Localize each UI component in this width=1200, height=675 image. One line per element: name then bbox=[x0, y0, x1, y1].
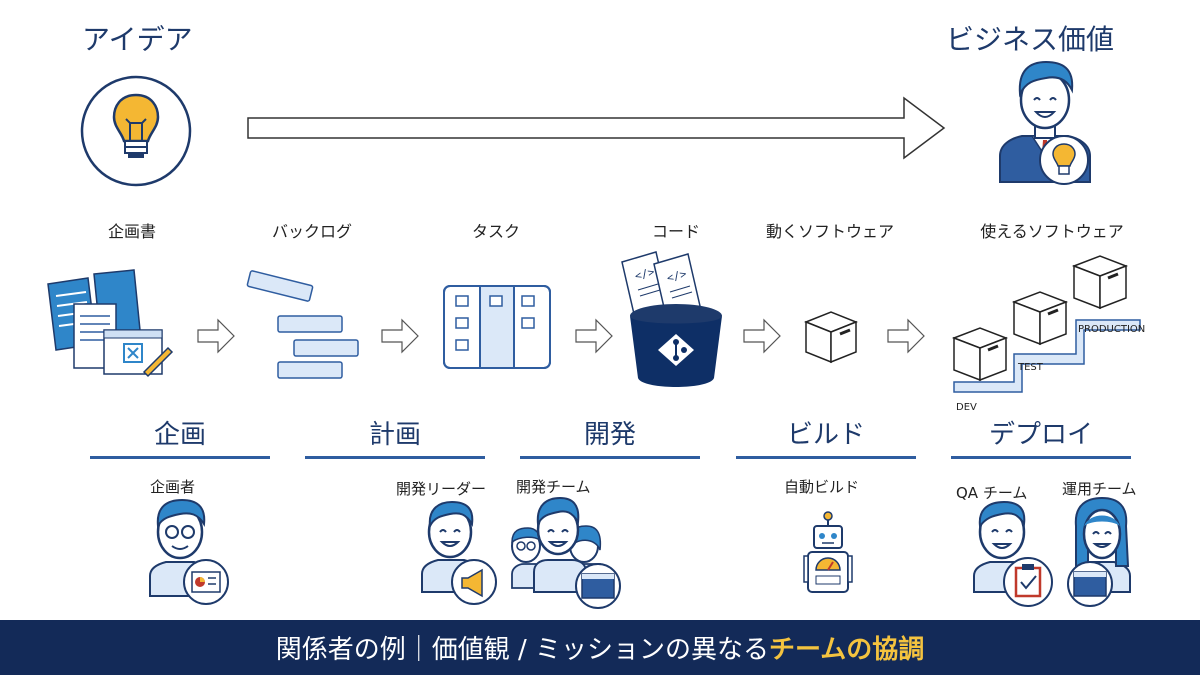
phase-label-development: 開発 bbox=[583, 420, 636, 450]
dev-leader-person-icon bbox=[416, 498, 502, 610]
arrow-right-icon bbox=[742, 318, 782, 354]
phase-label-scheduling: 計画 bbox=[368, 420, 421, 450]
backlog-icon bbox=[244, 268, 364, 382]
svg-text:</>: </> bbox=[633, 265, 656, 283]
arrow-right-icon bbox=[574, 318, 614, 354]
business-value-title: ビジネス価値 bbox=[946, 23, 1115, 56]
dev-team-people-icon bbox=[510, 492, 624, 610]
stage-label-task: タスク bbox=[471, 222, 520, 241]
env-test-label: TEST bbox=[1018, 362, 1043, 373]
phase-divider bbox=[736, 456, 916, 459]
env-dev-label: DEV bbox=[956, 402, 977, 413]
footer-banner: 関係者の例｜価値観 / ミッションの異なるチームの協調 bbox=[0, 620, 1200, 675]
arrow-right-icon bbox=[380, 318, 420, 354]
deployment-stairs-icon bbox=[944, 252, 1150, 412]
stage-label-working-software: 動くソフトウェア bbox=[765, 222, 894, 241]
stage-label-usable-software: 使えるソフトウェア bbox=[980, 222, 1124, 241]
code-repository-icon: </> </> bbox=[618, 250, 728, 392]
role-label-auto-build: 自動ビルド bbox=[784, 478, 860, 496]
role-label-planner: 企画者 bbox=[150, 478, 196, 496]
stage-label-plan-doc: 企画書 bbox=[107, 222, 156, 241]
phase-divider bbox=[520, 456, 700, 459]
qa-person-icon bbox=[966, 498, 1062, 610]
stage-label-code: コード bbox=[651, 222, 700, 241]
phase-divider bbox=[951, 456, 1131, 459]
planning-documents-icon bbox=[44, 268, 174, 380]
task-board-icon bbox=[442, 284, 552, 370]
idea-title: アイデア bbox=[82, 23, 193, 56]
env-production-label: PRODUCTION bbox=[1078, 324, 1146, 335]
phase-divider bbox=[90, 456, 270, 459]
footer-text: 関係者の例｜価値観 / ミッションの異なる bbox=[275, 635, 770, 665]
phase-label-build: ビルド bbox=[786, 420, 865, 450]
arrow-right-icon bbox=[886, 318, 926, 354]
phase-divider bbox=[305, 456, 485, 459]
ops-person-icon bbox=[1060, 496, 1140, 610]
software-package-icon bbox=[802, 308, 860, 364]
stage-label-backlog: バックログ bbox=[271, 222, 352, 241]
svg-text:</>: </> bbox=[665, 267, 688, 285]
business-person-icon bbox=[990, 56, 1100, 188]
planner-person-icon bbox=[142, 496, 232, 610]
role-label-dev-team: 開発チーム bbox=[516, 478, 591, 496]
role-label-dev-leader: 開発リーダー bbox=[396, 480, 487, 498]
robot-icon bbox=[800, 504, 856, 602]
lightbulb-icon bbox=[80, 75, 192, 187]
footer-highlight-text: チームの協調 bbox=[769, 635, 925, 665]
phase-label-deploy: デプロイ bbox=[988, 420, 1093, 450]
role-label-qa-team: QA チーム bbox=[956, 484, 1028, 502]
arrow-right-icon bbox=[196, 318, 236, 354]
phase-label-planning: 企画 bbox=[153, 420, 206, 450]
long-arrow-icon bbox=[246, 96, 948, 160]
role-label-ops-team: 運用チーム bbox=[1062, 480, 1137, 498]
